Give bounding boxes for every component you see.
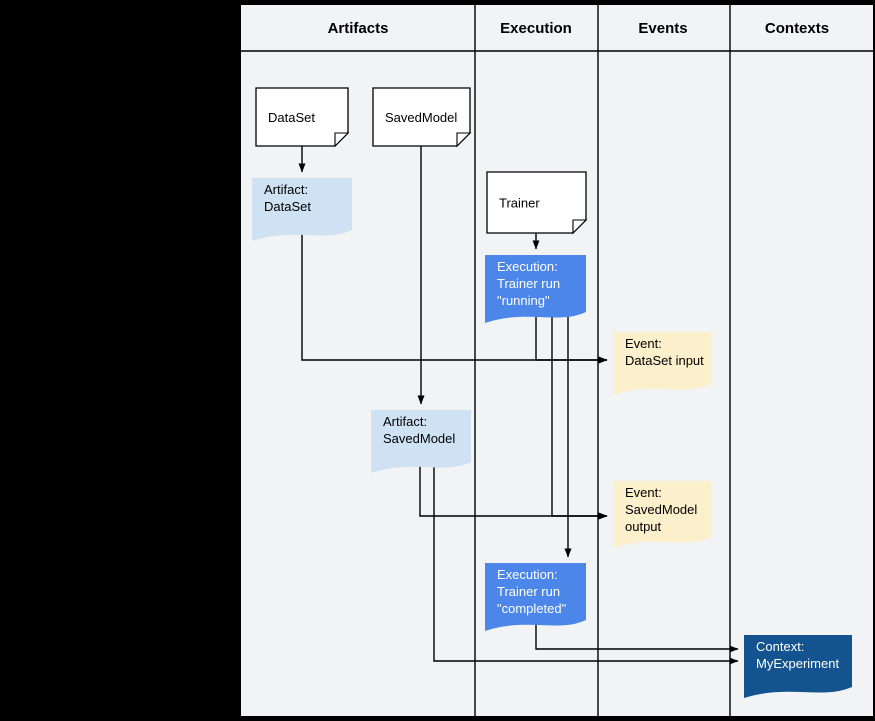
swimlane-background-contexts [730, 5, 873, 716]
node-label-event-dataset-input-line-0: Event: [625, 336, 662, 351]
node-execution-running[interactable]: Execution: Trainer run "running" [485, 255, 586, 323]
node-shape-context-myexperiment [744, 635, 852, 698]
node-shape-event-savedmodel-output [613, 481, 711, 548]
node-event-dataset-input[interactable]: Event: DataSet input [613, 332, 711, 395]
node-context-myexperiment[interactable]: Context: MyExperiment [744, 635, 852, 698]
edge-artifact-savedmodel-to-event-out [419, 458, 608, 520]
node-artifact-dataset[interactable]: Artifact: DataSet [252, 178, 352, 241]
node-label-artifact-dataset-line-0: Artifact: [264, 182, 308, 197]
node-label-trainer-component-line-0: Trainer [499, 196, 540, 211]
node-trainer-component[interactable]: Trainer [486, 171, 588, 235]
node-label-event-savedmodel-output-line-2: output [625, 519, 662, 534]
node-label-event-savedmodel-output-line-1: SavedModel [625, 502, 697, 517]
node-execution-completed[interactable]: Execution: Trainer run "completed" [485, 563, 586, 631]
lane-headers-group: Artifacts Execution Events Contexts [328, 20, 830, 37]
node-shape-execution-running [485, 255, 586, 323]
node-shape-artifact-dataset [252, 178, 352, 241]
node-label-execution-running-line-1: Trainer run [497, 276, 560, 291]
swimlane-title-execution: Execution [500, 20, 572, 37]
node-fold-savedmodel-component [456, 132, 472, 148]
node-label-execution-running-line-0: Execution: [497, 259, 558, 274]
node-label-artifact-savedmodel-line-0: Artifact: [383, 414, 427, 429]
node-shape-event-dataset-input [613, 332, 711, 395]
node-label-artifact-savedmodel-line-1: SavedModel [383, 431, 455, 446]
node-dataset-component[interactable]: DataSet [255, 87, 350, 148]
node-savedmodel-component[interactable]: SavedModel [372, 87, 472, 148]
node-event-savedmodel-output[interactable]: Event: SavedModel output [613, 481, 711, 548]
node-label-event-dataset-input-line-1: DataSet input [625, 353, 704, 368]
node-label-execution-running-line-2: "running" [497, 293, 550, 308]
node-fold-trainer-component [572, 219, 588, 235]
node-label-execution-completed-line-2: "completed" [497, 601, 567, 616]
swimlane-title-artifacts: Artifacts [328, 20, 389, 37]
node-label-dataset-component-line-0: DataSet [268, 110, 315, 125]
edge-artifact-dataset-to-event-input [301, 226, 608, 364]
node-shape-execution-completed [485, 563, 586, 631]
swimlane-title-events: Events [638, 20, 687, 37]
edges-group [298, 146, 739, 665]
node-label-savedmodel-component-line-0: SavedModel [385, 110, 457, 125]
node-label-execution-completed-line-0: Execution: [497, 567, 558, 582]
edge-artifact-savedmodel-to-context [433, 458, 739, 665]
node-artifact-savedmodel[interactable]: Artifact: SavedModel [371, 410, 471, 473]
node-label-context-myexperiment-line-1: MyExperiment [756, 656, 839, 671]
node-label-context-myexperiment-line-0: Context: [756, 639, 804, 654]
node-label-execution-completed-line-1: Trainer run [497, 584, 560, 599]
node-label-artifact-dataset-line-1: DataSet [264, 199, 311, 214]
swimlane-title-contexts: Contexts [765, 20, 829, 37]
node-shape-artifact-savedmodel [371, 410, 471, 473]
node-label-event-savedmodel-output-line-0: Event: [625, 485, 662, 500]
node-fold-dataset-component [334, 132, 350, 148]
